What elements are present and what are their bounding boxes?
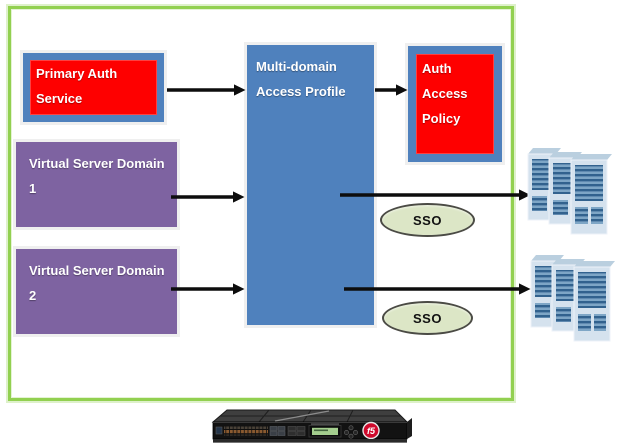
f5-logo-icon: f5: [362, 421, 380, 440]
f5-appliance-image: f5: [211, 409, 412, 443]
box-multi-domain-access-profile: Multi-domain Access Profile: [247, 45, 374, 325]
server-stack-icon-domain2: [531, 255, 615, 341]
f5-logo-text: f5: [367, 426, 376, 436]
console-port-icon: [215, 426, 223, 435]
control-buttons-icon: [344, 425, 358, 439]
rj45-ports-icon: [269, 426, 286, 436]
multi-domain-access-profile-label: Multi-domain Access Profile: [256, 59, 346, 99]
sso-badge-domain2: SSO: [382, 301, 473, 335]
lcd-screen-icon: [312, 427, 338, 435]
sso-badge-domain2-label: SSO: [413, 310, 442, 326]
box-primary-auth-service: Primary Auth Service: [23, 53, 164, 122]
ethernet-ports-icon: [224, 426, 268, 436]
box-auth-access-policy-fill: Auth Access Policy: [416, 54, 494, 154]
sfp-ports-icon: [287, 426, 306, 436]
sso-badge-domain1: SSO: [380, 203, 475, 237]
auth-access-policy-label: Auth Access Policy: [422, 61, 468, 126]
virtual-server-domain-2-label: Virtual Server Domain 2: [29, 263, 165, 303]
box-virtual-server-domain-1: Virtual Server Domain 1: [16, 142, 177, 227]
sso-badge-domain1-label: SSO: [413, 212, 442, 228]
primary-auth-service-label: Primary Auth Service: [36, 66, 118, 106]
server-stack-icon-domain1: [528, 148, 612, 234]
box-virtual-server-domain-2: Virtual Server Domain 2: [16, 249, 177, 334]
virtual-server-domain-1-label: Virtual Server Domain 1: [29, 156, 165, 196]
box-auth-access-policy: Auth Access Policy: [408, 46, 502, 162]
domain-boundary-frame: [8, 6, 514, 401]
box-primary-auth-service-fill: Primary Auth Service: [30, 60, 157, 115]
